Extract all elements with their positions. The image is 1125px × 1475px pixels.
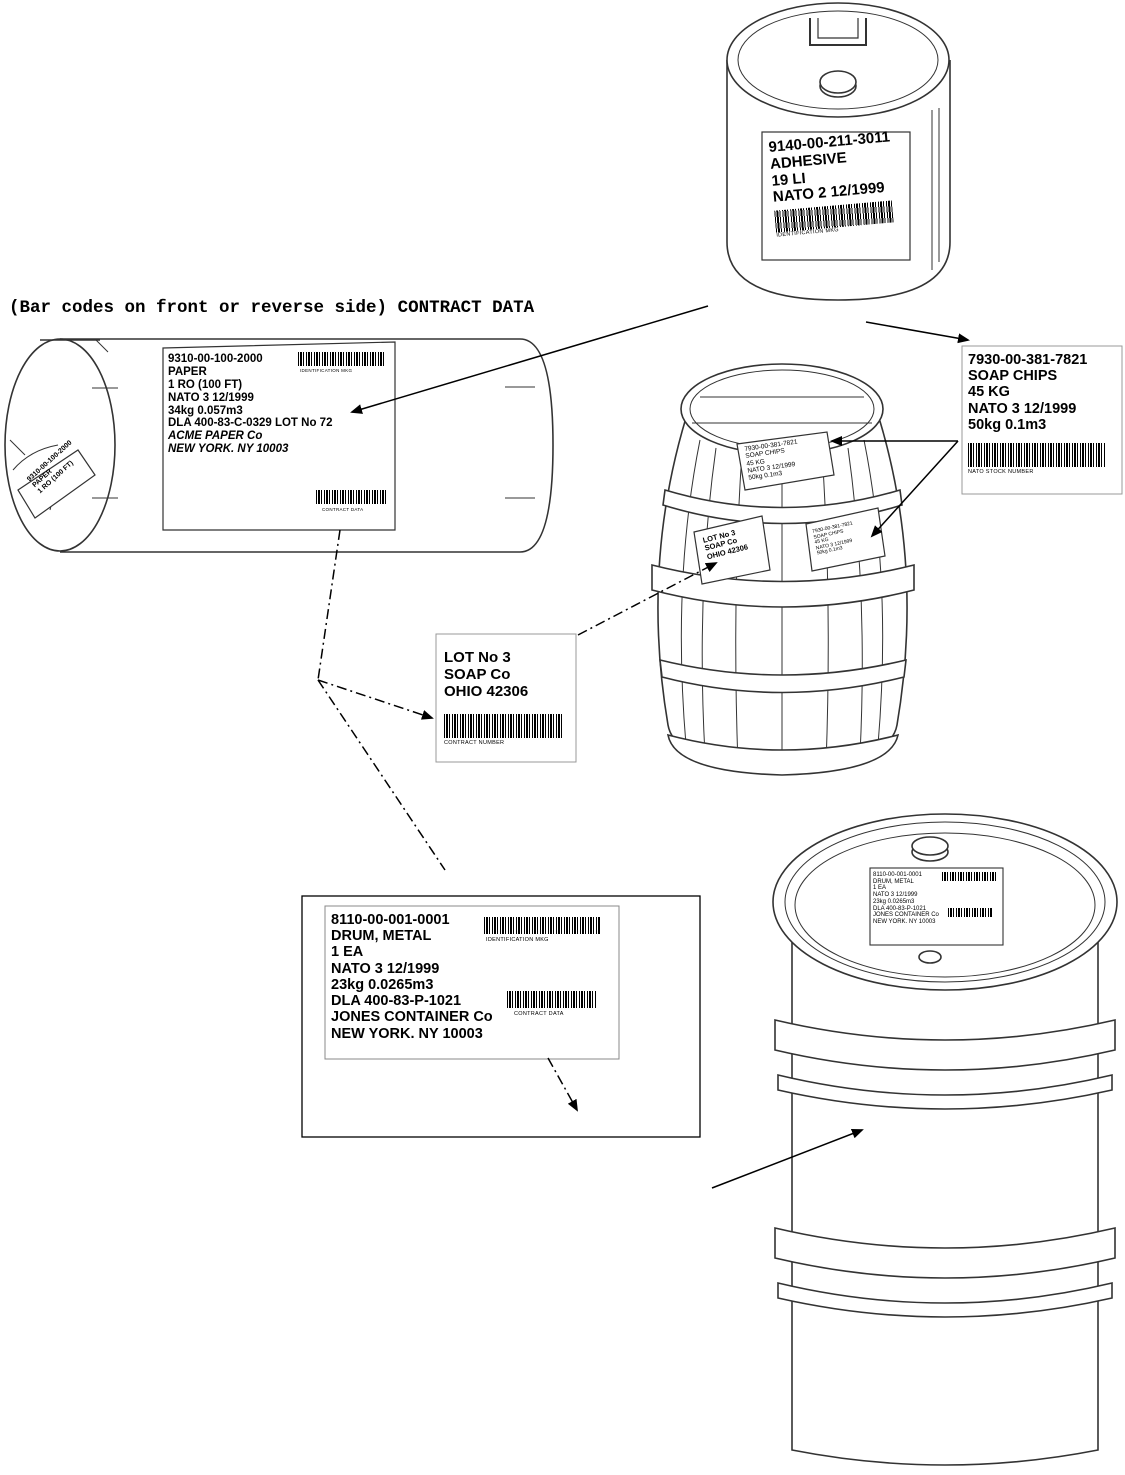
roll-label-address: NEW YORK. NY 10003 xyxy=(168,443,393,456)
drum-barcode-top-caption: IDENTIFICATION MKG xyxy=(486,937,549,943)
soap-barcode xyxy=(968,443,1106,467)
wooden-barrel xyxy=(652,364,914,775)
barrel-top-label: 7930-00-381-7821 SOAP CHIPS 45 KG NATO 3… xyxy=(744,439,802,482)
drum-label-nsn: 8110-00-001-0001 xyxy=(331,912,501,928)
drum-top-label-contract: DLA 400-83-P-1021 xyxy=(873,906,939,913)
drum-label-name: DRUM, METAL xyxy=(331,928,501,944)
drum-top-label-weight: 23kg 0.0265m3 xyxy=(873,899,939,906)
roll-label-name: PAPER xyxy=(168,366,393,379)
soap-label-qty: 45 KG xyxy=(968,384,1118,400)
drum-label-qty: 1 EA xyxy=(331,944,501,960)
drum-top-label-company: JONES CONTAINER Co xyxy=(873,912,939,919)
roll-barcode-top-caption: IDENTIFICATION MKG xyxy=(300,368,352,373)
drum-top-label-qty: 1 EA xyxy=(873,885,939,892)
lot-label-lot: LOT No 3 xyxy=(444,650,572,667)
drum-barcode-bottom-caption: CONTRACT DATA xyxy=(514,1011,564,1017)
drum-label-weight: 23kg 0.0265m3 xyxy=(331,977,501,993)
drum-top-label-nsn: 8110-00-001-0001 xyxy=(873,872,939,879)
metal-drum xyxy=(773,814,1117,1465)
lot-label-company: SOAP Co xyxy=(444,667,572,684)
roll-label-nato: NATO 3 12/1999 xyxy=(168,392,393,405)
soap-label-nsn: 7930-00-381-7821 xyxy=(968,352,1118,368)
drum-top-barcode-1 xyxy=(942,872,998,881)
lot-barcode xyxy=(444,714,562,738)
lot-label-state: OHIO 42306 xyxy=(444,684,572,701)
soap-label-name: SOAP CHIPS xyxy=(968,368,1118,384)
drum-barcode-top xyxy=(484,917,600,934)
drum-label-company: JONES CONTAINER Co xyxy=(331,1009,501,1025)
roll-label-company: ACME PAPER Co xyxy=(168,430,393,443)
drum-top-label-address: NEW YORK. NY 10003 xyxy=(873,919,939,926)
drum-top-label: 8110-00-001-0001 DRUM, METAL 1 EA NATO 3… xyxy=(873,872,939,926)
roll-barcode-bottom-caption: CONTRACT DATA xyxy=(322,507,363,512)
drum-top-label-nato: NATO 3 12/1999 xyxy=(873,892,939,899)
drum-top-barcode-2 xyxy=(948,908,992,917)
roll-barcode-bottom xyxy=(316,490,388,504)
drum-label-contract: DLA 400-83-P-1021 xyxy=(331,993,501,1009)
roll-label-qty: 1 RO (100 FT) xyxy=(168,379,393,392)
roll-label-contract: DLA 400-83-C-0329 LOT No 72 xyxy=(168,417,393,430)
can-label: 9140-00-211-3011 ADHESIVE 19 LI NATO 2 1… xyxy=(768,128,916,239)
soap-label-nato: NATO 3 12/1999 xyxy=(968,401,1118,417)
soap-label: 7930-00-381-7821 SOAP CHIPS 45 KG NATO 3… xyxy=(968,352,1118,475)
lot-label: LOT No 3 SOAP Co OHIO 42306 CONTRACT NUM… xyxy=(444,650,572,746)
drum-label-address: NEW YORK. NY 10003 xyxy=(331,1026,501,1042)
soap-barcode-caption: NATO STOCK NUMBER xyxy=(968,469,1118,475)
drum-label: 8110-00-001-0001 DRUM, METAL 1 EA NATO 3… xyxy=(331,912,501,1042)
soap-label-weight: 50kg 0.1m3 xyxy=(968,417,1118,433)
drum-label-nato: NATO 3 12/1999 xyxy=(331,961,501,977)
caption-text: (Bar codes on front or reverse side) CON… xyxy=(9,298,534,318)
roll-label-weight: 34kg 0.057m3 xyxy=(168,405,393,418)
drum-top-label-name: DRUM, METAL xyxy=(873,879,939,886)
lot-barcode-caption: CONTRACT NUMBER xyxy=(444,740,572,746)
roll-barcode-top xyxy=(298,352,386,366)
roll-label: 9310-00-100-2000 PAPER 1 RO (100 FT) NAT… xyxy=(168,353,393,456)
drum-barcode-bottom xyxy=(507,991,597,1008)
